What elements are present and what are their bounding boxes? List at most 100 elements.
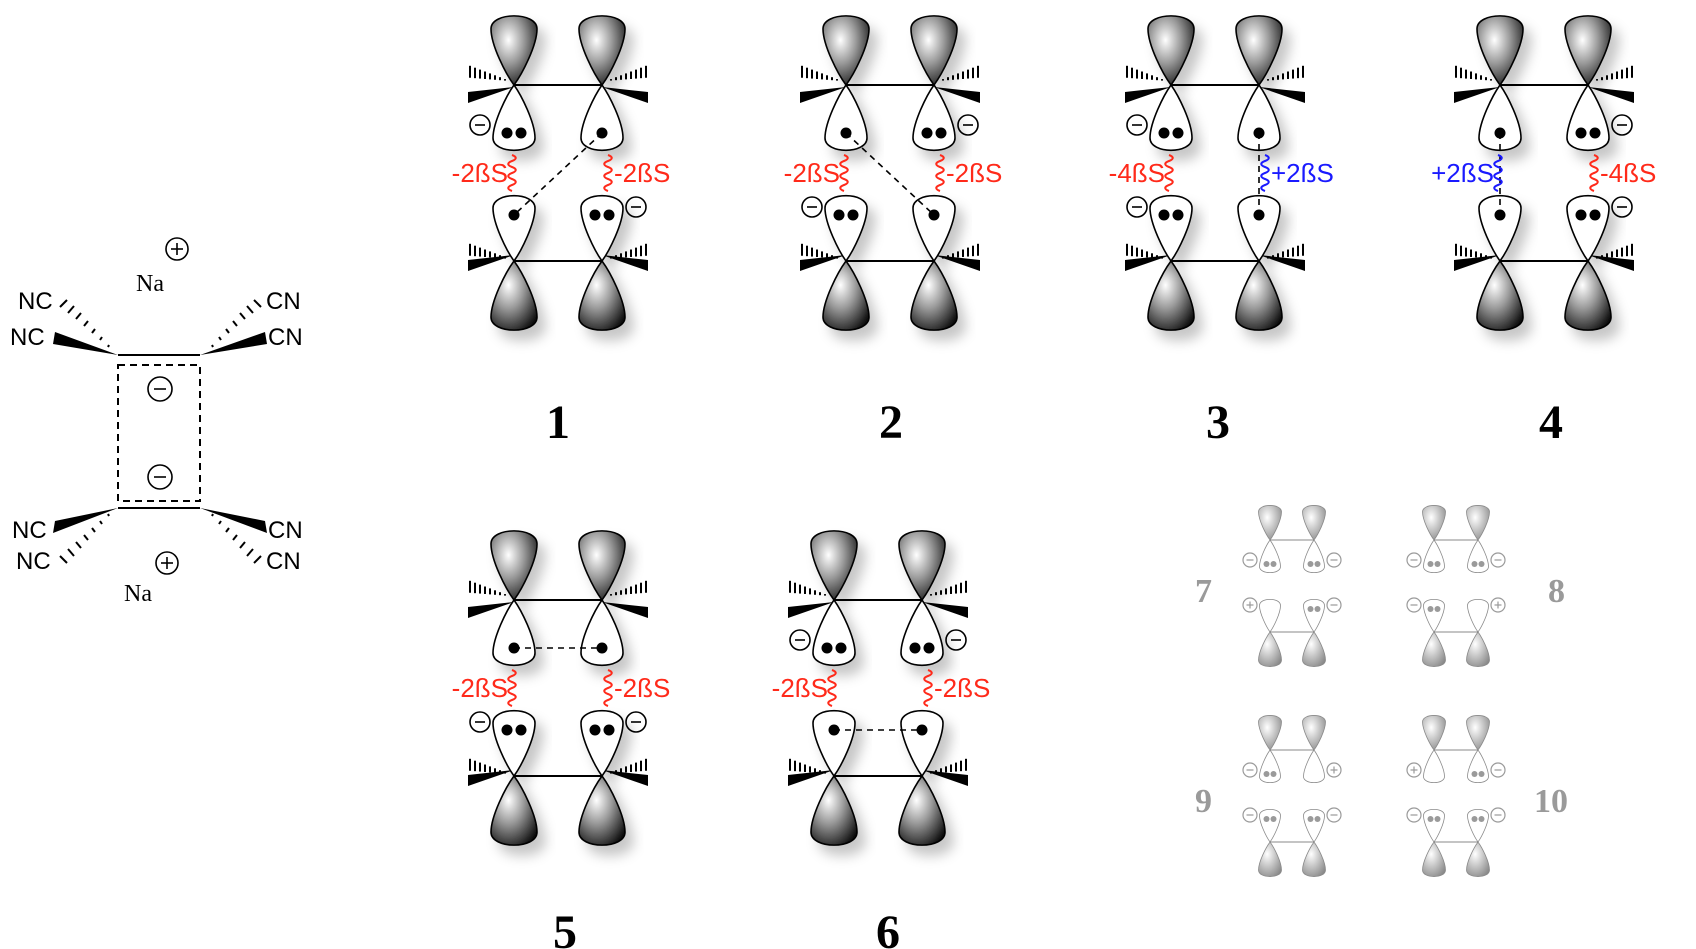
shaded-lobe-left [1422, 841, 1446, 877]
shaded-lobe-right [1302, 841, 1326, 877]
anion-charge [1126, 196, 1148, 218]
shaded-lobe-right [1302, 505, 1326, 541]
electron-pair-dot [909, 642, 921, 654]
dashed-bond [845, 132, 935, 216]
top-ethylene-unit [1125, 15, 1305, 151]
electron-pair-dot [1263, 561, 1270, 567]
hashed-wedge-right [1267, 243, 1304, 259]
minor-structure-7: 7 [1195, 505, 1342, 667]
anion-charge [1611, 196, 1633, 218]
shaded-lobe-right [1302, 631, 1326, 667]
solid-wedge-top-right [200, 332, 267, 355]
electron-pair-dot [1172, 209, 1184, 221]
white-lobe-left [1478, 195, 1522, 263]
hashed-wedge-left [801, 65, 838, 81]
anion-charge [1126, 114, 1148, 136]
nitrile-label-tr2: CN [268, 324, 303, 351]
white-lobe-right [580, 83, 624, 151]
shaded-lobe-left [1476, 259, 1524, 331]
hashed-wedge-left [1126, 65, 1163, 81]
cation-charge [1326, 762, 1342, 778]
hashed-wedge-right [942, 65, 979, 81]
electron-pair-dot [1307, 561, 1314, 567]
shaded-lobe-right [1302, 715, 1326, 751]
energy-term-right: -2ßS [614, 158, 670, 188]
hashed-wedge-right [610, 758, 647, 774]
anion-charge [469, 711, 491, 733]
bottom-ethylene-unit [1454, 195, 1634, 331]
anion-charge [625, 711, 647, 733]
single-electron [1494, 127, 1506, 139]
white-lobe-left [1259, 808, 1281, 843]
shaded-lobe-right [1235, 259, 1283, 331]
shaded-lobe-right [910, 259, 958, 331]
white-lobe-left [1478, 83, 1522, 151]
electron-pair-dot [1158, 209, 1170, 221]
hashed-wedge-right [930, 580, 967, 596]
shaded-lobe-right [1466, 631, 1490, 667]
shaded-lobe-right [898, 530, 946, 602]
energy-term-right: -4ßS [1600, 158, 1656, 188]
electron-pair-dot [1471, 561, 1478, 567]
anion-charge [469, 114, 491, 136]
white-lobe-right [1467, 539, 1489, 574]
electron-pair-dot [1270, 771, 1277, 777]
electron-pair-dot [835, 642, 847, 654]
shaded-lobe-right [578, 530, 626, 602]
hashed-wedge-left [469, 243, 506, 259]
shaded-lobe-left [490, 774, 538, 846]
shaded-lobe-right [1466, 715, 1490, 751]
interaction-squiggle-left [827, 669, 837, 707]
white-lobe-right [580, 598, 624, 666]
hashed-wedge-right [1596, 243, 1633, 259]
structure-number: 4 [1539, 396, 1563, 449]
shaded-lobe-left [490, 530, 538, 602]
electron-pair-dot [1471, 771, 1478, 777]
structure-number: 5 [553, 906, 577, 949]
white-lobe-right [1303, 808, 1325, 843]
energy-term-left: -2ßS [772, 673, 828, 703]
electron-pair-dot [1427, 561, 1434, 567]
white-lobe-right [580, 195, 624, 263]
interaction-squiggle-left [839, 154, 849, 192]
anion-charge [1326, 552, 1342, 568]
shaded-lobe-left [1422, 715, 1446, 751]
white-lobe-right [1467, 749, 1489, 784]
electron-pair-dot [921, 127, 933, 139]
electron-pair-dot [1158, 127, 1170, 139]
sodium-label-top: Na [136, 271, 164, 297]
solid-wedge-right [922, 770, 968, 786]
electron-pair-dot [1575, 209, 1587, 221]
minor-structure-10: 10 [1406, 715, 1568, 877]
solid-wedge-right [602, 770, 648, 786]
nitrile-label-tr1: CN [266, 288, 301, 315]
anion-charge [1406, 807, 1422, 823]
anion-charge [1611, 114, 1633, 136]
shaded-lobe-right [578, 774, 626, 846]
anion-charge [1406, 597, 1422, 613]
single-electron [1253, 127, 1265, 139]
white-lobe-left [1423, 598, 1445, 633]
white-lobe-left [492, 598, 536, 666]
electron-pair-dot [501, 127, 513, 139]
shaded-lobe-right [898, 774, 946, 846]
hashed-wedge-bottom-left [59, 513, 110, 564]
anion-charge [1406, 552, 1422, 568]
anion-charge [1242, 552, 1258, 568]
resonance-structures: -2ßS-2ßS1-2ßS-2ßS2-4ßS+2ßS3+2ßS-4ßS4-2ßS… [452, 15, 1656, 949]
electron-pair-dot [515, 127, 527, 139]
structure-number: 7 [1195, 573, 1212, 610]
dashed-bond-box [117, 364, 201, 502]
electron-pair-dot [1589, 127, 1601, 139]
electron-pair-dot [1575, 127, 1587, 139]
bottom-ethylene-unit [468, 710, 648, 846]
anion-charge [1242, 807, 1258, 823]
structure-number: 2 [879, 396, 903, 449]
cation-charge [1490, 597, 1506, 613]
hashed-wedge-right [930, 758, 967, 774]
